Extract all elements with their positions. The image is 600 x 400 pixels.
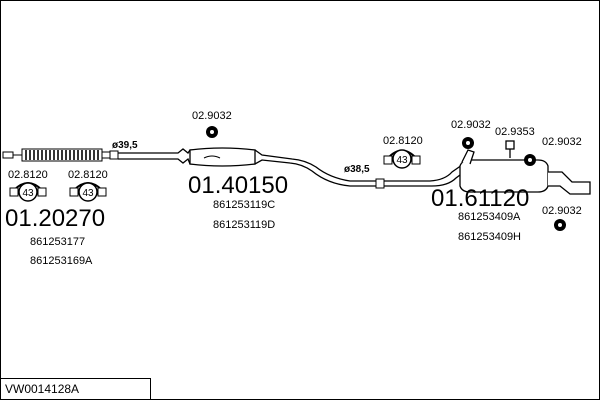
middle-section-number: 01.40150 bbox=[188, 172, 288, 199]
middle-silencer bbox=[189, 147, 256, 167]
clamp-front-right: 02.8120 43 bbox=[68, 169, 108, 202]
tail-pipe bbox=[548, 171, 591, 195]
mount-rear-b-label: 02.9032 bbox=[542, 136, 582, 148]
hanger-rear-label: 02.9353 bbox=[495, 126, 535, 138]
mount-rear-a: 02.9032 bbox=[451, 119, 491, 149]
rear-section-number: 01.61120 bbox=[431, 185, 529, 212]
clamp-front-right-label: 02.8120 bbox=[68, 169, 108, 181]
middle-pipe bbox=[109, 147, 385, 189]
diameter-2: ø38,5 bbox=[344, 164, 370, 175]
hanger-bracket bbox=[461, 149, 475, 165]
rear-ref-1: 861253409A bbox=[458, 211, 521, 223]
clamp-rear-label: 02.8120 bbox=[383, 135, 423, 147]
clamp-front-left-label: 02.8120 bbox=[8, 169, 48, 181]
front-pipe bbox=[2, 148, 111, 162]
clamp-icon bbox=[78, 182, 98, 202]
middle-ref-2: 861253119D bbox=[213, 219, 275, 231]
mount-rear-b: 02.9032 bbox=[524, 136, 582, 166]
hanger-icon bbox=[505, 140, 515, 150]
front-ref-2: 861253169A bbox=[30, 255, 93, 267]
svg-text:43: 43 bbox=[82, 188, 94, 199]
mount-middle: 02.9032 bbox=[192, 110, 232, 138]
svg-text:43: 43 bbox=[396, 155, 408, 166]
rear-ref-2: 861253409H bbox=[458, 231, 521, 243]
mount-rear-c-label: 02.9032 bbox=[542, 205, 582, 217]
diameter-1: ø39,5 bbox=[112, 140, 138, 151]
mount-middle-label: 02.9032 bbox=[192, 110, 232, 122]
diagram-code: VW0014128A bbox=[5, 382, 79, 396]
middle-ref-1: 861253119C bbox=[213, 199, 275, 211]
mount-rear-a-label: 02.9032 bbox=[451, 119, 491, 131]
mount-rear-c: 02.9032 bbox=[542, 205, 582, 231]
clamp-front-left: 02.8120 43 bbox=[8, 169, 48, 202]
svg-text:43: 43 bbox=[22, 188, 34, 199]
clamp-icon bbox=[392, 149, 412, 169]
front-ref-1: 861253177 bbox=[30, 236, 85, 248]
clamp-icon bbox=[18, 182, 38, 202]
clamp-rear: 02.8120 43 bbox=[383, 135, 423, 169]
hanger-rear: 02.9353 bbox=[495, 126, 535, 158]
rear-pipe bbox=[384, 149, 591, 195]
front-section-number: 01.20270 bbox=[5, 205, 105, 232]
